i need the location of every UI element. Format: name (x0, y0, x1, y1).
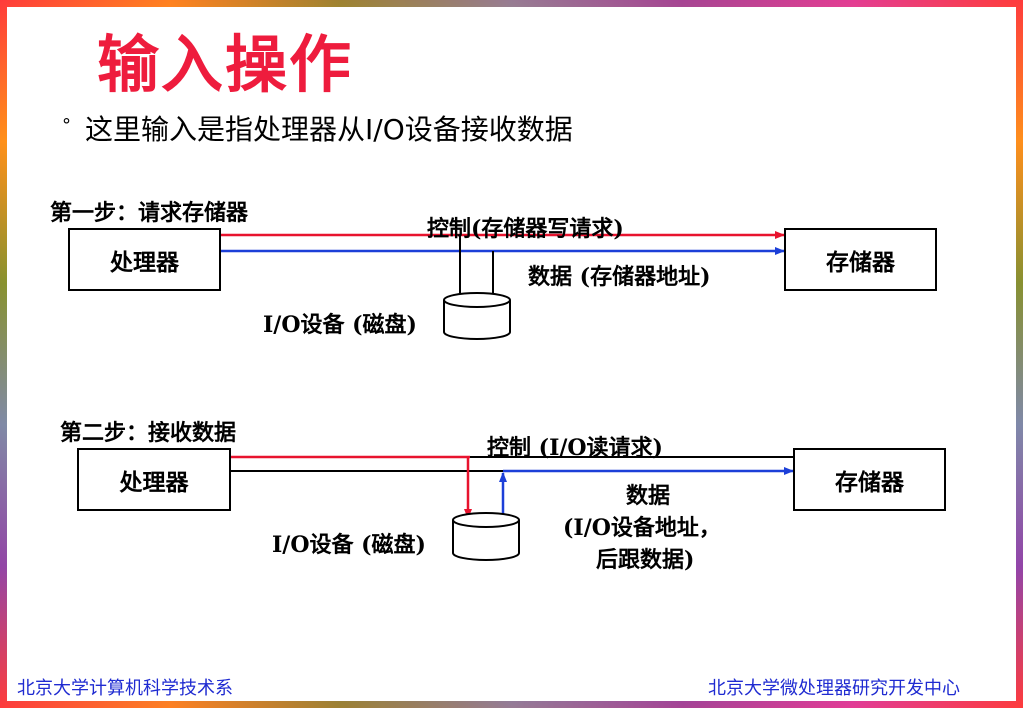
step2-memory-box: 存储器 (793, 448, 946, 511)
step2-data-label-line1: 数据 (626, 483, 671, 509)
step2-processor-label: 处理器 (119, 468, 189, 496)
step2-data-label-line3: 后跟数据) (596, 547, 695, 573)
bullet-text: 这里输入是指处理器从I/O设备接收数据 (85, 113, 573, 146)
step2-data-label-line2: (I/O设备地址， (563, 515, 721, 541)
step2-io-label: I/O设备 (磁盘) (272, 532, 426, 558)
step1-data-label: 数据 (存储器地址) (528, 264, 711, 290)
step1-memory-label: 存储器 (826, 248, 895, 276)
slide-title: 输入操作 (97, 28, 354, 101)
step2-heading: 第二步：接收数据 (60, 420, 237, 446)
bullet-marker: ° (62, 115, 71, 136)
slide-canvas (7, 7, 1016, 701)
step2-disk-icon (452, 512, 520, 561)
step1-processor-box: 处理器 (68, 228, 221, 291)
footer-left: 北京大学计算机科学技术系 (17, 678, 233, 699)
footer-right: 北京大学微处理器研究开发中心 (708, 678, 960, 699)
step1-io-label: I/O设备 (磁盘) (263, 312, 417, 338)
step1-control-label: 控制(存储器写请求) (427, 216, 624, 242)
step1-processor-label: 处理器 (110, 248, 179, 276)
step1-heading: 第一步：请求存储器 (50, 200, 249, 226)
step2-control-label: 控制 (I/O读请求) (487, 435, 663, 461)
step1-disk-icon (443, 292, 511, 340)
step2-processor-box: 处理器 (77, 448, 231, 511)
step1-memory-box: 存储器 (784, 228, 937, 291)
bullet-point: ° 这里输入是指处理器从I/O设备接收数据 (62, 108, 573, 148)
step2-memory-label: 存储器 (835, 468, 904, 496)
